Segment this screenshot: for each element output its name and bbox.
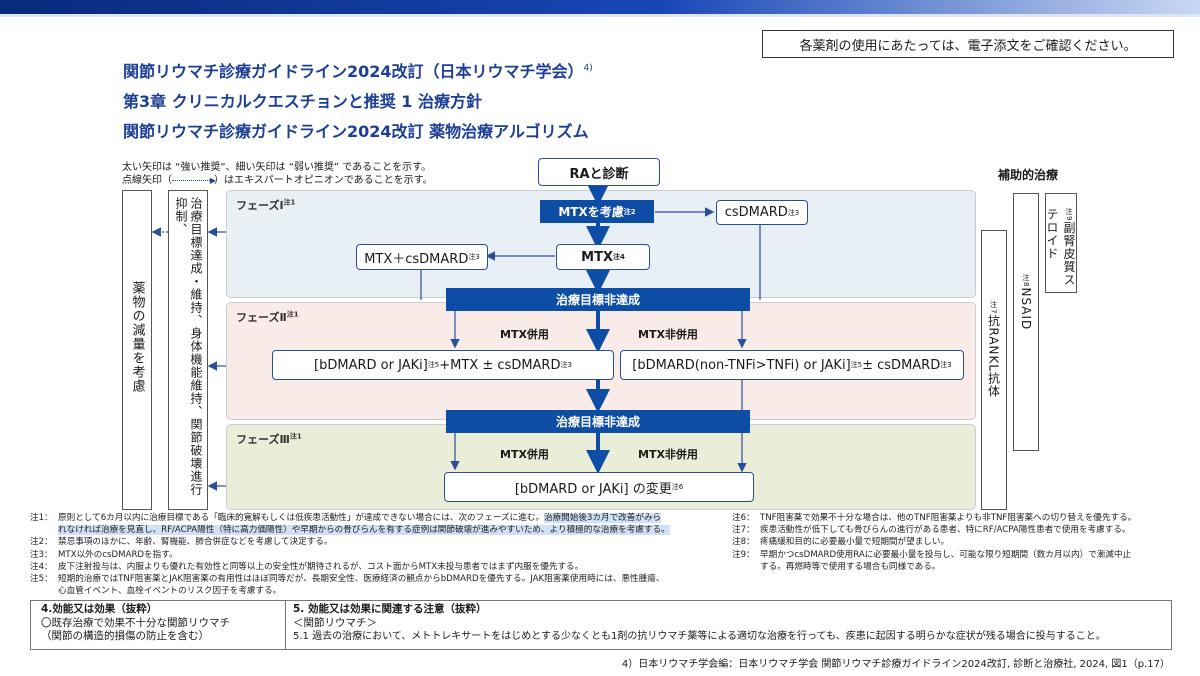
note-row: れなければ治療を見直し、RF/ACPA陽性（特に高力価陽性）や早期からの骨びらん… <box>58 525 670 536</box>
notice-box: 各薬剤の使用にあたっては、電子添文をご確認ください。 <box>762 30 1174 58</box>
title-line-1: 関節リウマチ診療ガイドライン2024改訂（日本リウマチ学会）4) <box>123 62 593 81</box>
notes-right: 注6：TNF阻害薬で効果不十分な場合は、他のTNF阻害薬よりも非TNF阻害薬への… <box>732 512 1172 573</box>
top-banner-underline <box>0 14 1200 17</box>
target-not-achieved-bar-1: 治療目標非達成 <box>446 288 750 311</box>
steroid-box: 注9副腎皮質ステロイド <box>1045 193 1077 293</box>
goal-maintain-text: 治療目標達成・維持、身体機能維持、関節破壊進行抑制、 <box>174 197 203 496</box>
adjunct-title: 補助的治療 <box>998 168 1059 182</box>
mtx-consider-node: MTXを考慮注2 <box>540 200 654 223</box>
anti-rankl-box: 注7抗RANKL抗体 <box>981 230 1007 510</box>
reference-footer: 4）日本リウマチ学会編：日本リウマチ学会 関節リウマチ診療ガイドライン2024改… <box>621 659 1170 670</box>
nsaid-box: 注8NSAID <box>1013 193 1039 451</box>
legend-line-2: 点線矢印（▶）はエキスパートオピニオンであることを示す。 <box>122 175 433 186</box>
with-mtx-label-1: MTX併用 <box>500 328 549 341</box>
indication-col: 4.効能又は効果（抜粋） 〇既存治療で効果不十分な関節リウマチ （関節の構造的損… <box>41 603 230 642</box>
note-row: 注4：皮下注射投与は、内服よりも優れた有効性と同等以上の安全性が期待されるが、コ… <box>30 561 584 572</box>
note-row: する。再燃時等で使用する場合も同様である。 <box>760 561 941 572</box>
legend-line-1: 太い矢印は “強い推奨”、細い矢印は “弱い推奨” であることを示す。 <box>122 162 432 173</box>
reduce-dose-box: 薬物の減量を考慮 <box>122 190 152 510</box>
note-row: 注5：短期的治療ではTNF阻害薬とJAK阻害薬の有用性はほぼ同等だが、長期安全性… <box>30 574 665 585</box>
title-line-2: 第3章 クリニカルクエスチョンと推奨 1 治療方針 <box>123 92 482 111</box>
note-row: 注7：疾患活動性が低下しても骨びらんの進行がある患者、特にRF/ACPA陽性患者… <box>732 525 1131 536</box>
without-mtx-label-2: MTX非併用 <box>638 448 698 461</box>
with-mtx-label-2: MTX併用 <box>500 448 549 461</box>
title-line-3: 関節リウマチ診療ガイドライン2024改訂 薬物治療アルゴリズム <box>123 122 589 141</box>
note-row: 心血管イベント、血栓イベントのリスク因子を考慮する。 <box>58 586 282 597</box>
phase-1-label: フェーズⅠ注1 <box>236 198 296 212</box>
without-mtx-label-1: MTX非併用 <box>638 328 698 341</box>
phase-2-label: フェーズⅡ注1 <box>236 310 299 324</box>
note-row: 注1：原則として6カ月以内に治療目標である「臨床的寛解もしくは低疾患活動性」が達… <box>30 513 662 523</box>
note-row: 注9：早期かつcsDMARD使用RAに必要最小量を投与し、可能な限り短期間（数カ… <box>732 549 1132 560</box>
reduce-dose-text: 薬物の減量を考慮 <box>129 281 145 393</box>
note-row: 注8：疼痛緩和目的に必要最小量で短期間が望ましい。 <box>732 537 950 548</box>
goal-maintain-box: 治療目標達成・維持、身体機能維持、関節破壊進行抑制、 <box>168 190 208 510</box>
nsaid-text: 注8NSAID <box>1019 274 1033 331</box>
note-row: 注6：TNF阻害薬で効果不十分な場合は、他のTNF阻害薬よりも非TNF阻害薬への… <box>732 513 1137 523</box>
note-row: 注2：禁忌事項のほかに、年齢、腎機能、肺合併症などを考慮して決定する。 <box>30 537 333 548</box>
phase-3-label: フェーズⅢ注1 <box>236 432 302 446</box>
ra-diagnosis-node: RAと診断 <box>538 158 660 186</box>
change-bdmard-jaki-node: [bDMARD or JAKi] の変更注6 <box>444 472 754 502</box>
precaution-col: 5. 効能又は効果に関連する注意（抜粋） ＜関節リウマチ＞ 5.1 過去の治療に… <box>293 603 1106 642</box>
top-banner <box>0 0 1200 14</box>
note-row: 注3：MTX以外のcsDMARDを指す。 <box>30 549 178 560</box>
bdmard-nontnfi-node: [bDMARD(non-TNFi>TNFi) or JAKi]注5 ± csDM… <box>620 350 964 380</box>
steroid-text: 注9副腎皮質ステロイド <box>1045 208 1076 287</box>
notes-left: 注1：原則として6カ月以内に治療目標である「臨床的寛解もしくは低疾患活動性」が達… <box>30 512 730 597</box>
target-not-achieved-bar-2: 治療目標非達成 <box>446 410 750 433</box>
anti-rankl-text: 注7抗RANKL抗体 <box>986 301 1001 399</box>
indication-box: 4.効能又は効果（抜粋） 〇既存治療で効果不十分な関節リウマチ （関節の構造的損… <box>30 600 1172 650</box>
